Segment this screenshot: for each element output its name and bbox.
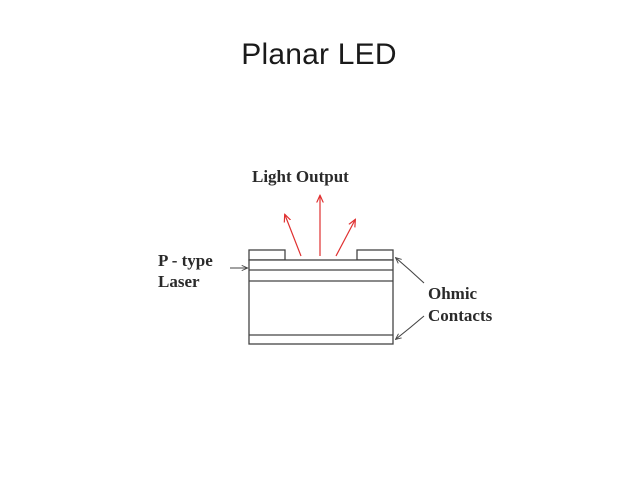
p-type-label: P - type: [158, 251, 213, 270]
ohmic-pointer-bottom: [396, 315, 425, 339]
top-contact-left: [248, 249, 286, 261]
slide-title: Planar LED: [241, 38, 397, 71]
ohmic-label: Ohmic: [428, 284, 478, 303]
device-body: [248, 259, 394, 345]
light-arrow-left: [285, 215, 302, 257]
top-contact-right: [356, 249, 394, 261]
light-output-label: Light Output: [252, 167, 349, 186]
light-arrow-right: [335, 220, 355, 257]
laser-label: Laser: [158, 272, 200, 291]
ohmic-pointer-top: [396, 258, 425, 284]
contacts-label: Contacts: [428, 306, 493, 325]
